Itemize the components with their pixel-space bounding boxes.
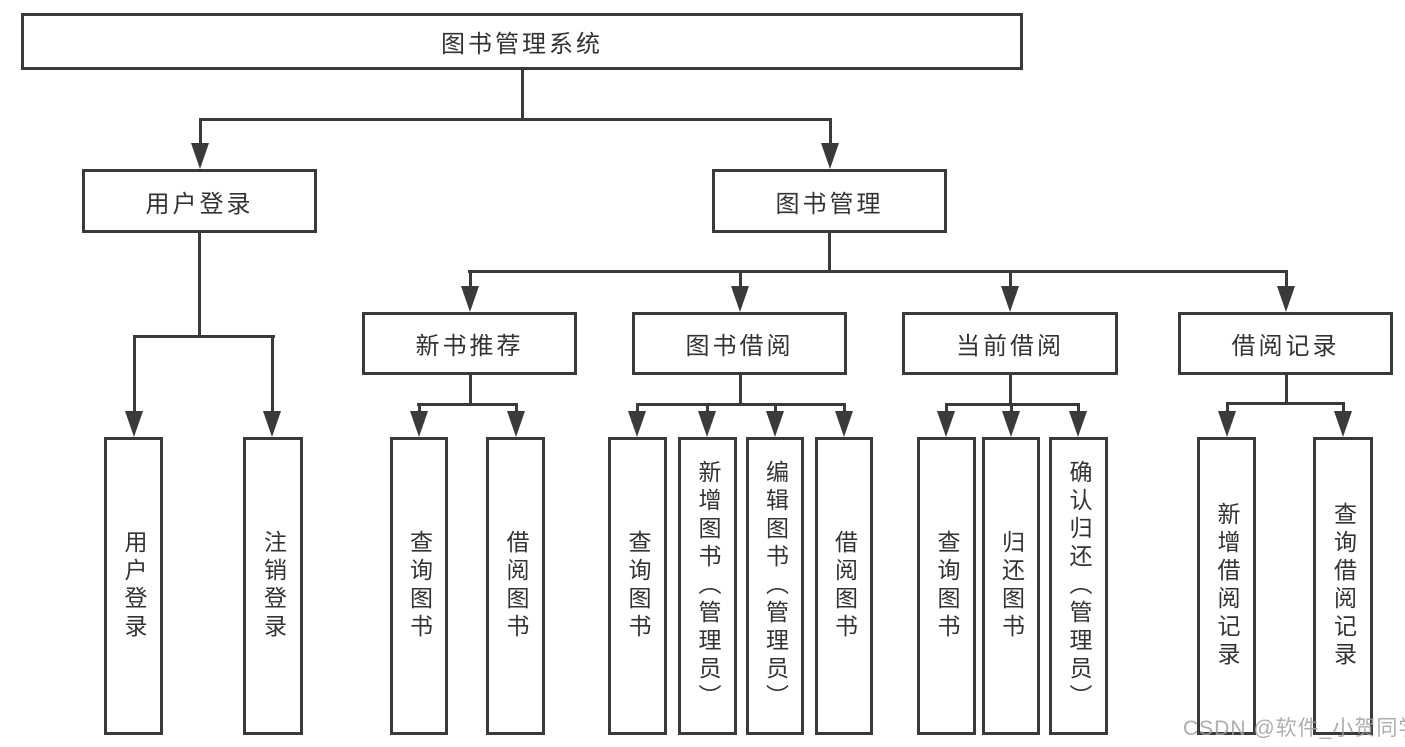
node-book-mgmt: 图书管理 xyxy=(712,169,947,233)
node-current-borrow-label: 当前借阅 xyxy=(956,333,1064,360)
connector-cb-stub-2 xyxy=(1010,403,1013,413)
arrowhead-leaf-login xyxy=(125,411,143,437)
connector-nbr-stub-2 xyxy=(515,403,518,413)
connector-userlogin-horizontal xyxy=(133,335,275,338)
connector-bookmgmt-stub-2 xyxy=(739,270,742,288)
connector-userlogin-vertical xyxy=(198,233,201,338)
leaf-br-add-record: 新增借阅记录 xyxy=(1197,437,1256,735)
leaf-user-login: 用户登录 xyxy=(104,437,163,735)
connector-bookmgmt-horizontal xyxy=(468,270,1288,273)
node-current-borrow: 当前借阅 xyxy=(902,312,1118,375)
connector-bb-stub-3 xyxy=(774,403,777,413)
connector-nbr-stub-1 xyxy=(418,403,421,413)
connector-bookmgmt-stub-1 xyxy=(469,270,472,288)
leaf-cb-confirm-return-admin-label: 确认归还（管理员） xyxy=(1066,460,1092,712)
connector-root-stub-right xyxy=(829,118,832,144)
node-borrow-records-label: 借阅记录 xyxy=(1231,333,1340,360)
arrowhead-bb-add xyxy=(698,411,716,437)
connector-br-horizontal xyxy=(1226,402,1345,405)
node-root-label: 图书管理系统 xyxy=(441,31,603,58)
arrowhead-user-login xyxy=(191,143,209,169)
arrowhead-book-mgmt xyxy=(821,143,839,169)
arrowhead-bb-borrow xyxy=(835,411,853,437)
leaf-nbr-borrow-books: 借阅图书 xyxy=(486,437,545,735)
node-new-book-rec-label: 新书推荐 xyxy=(415,333,524,360)
connector-bb-stub-2 xyxy=(706,403,709,413)
leaf-br-add-record-label: 新增借阅记录 xyxy=(1214,502,1240,670)
leaf-logout-label: 注销登录 xyxy=(260,530,287,642)
leaf-bb-borrow-books-label: 借阅图书 xyxy=(831,530,858,642)
arrowhead-borrow-records xyxy=(1277,286,1295,312)
connector-userlogin-stub-2 xyxy=(271,335,274,415)
arrowhead-br-query xyxy=(1334,411,1352,437)
arrowhead-nbr-query xyxy=(410,411,428,437)
leaf-user-login-label: 用户登录 xyxy=(121,530,147,642)
arrowhead-cb-return xyxy=(1002,411,1020,437)
leaf-bb-edit-books-admin: 编辑图书（管理员） xyxy=(746,437,804,735)
leaf-bb-query-books: 查询图书 xyxy=(608,437,667,735)
connector-root-stub-left xyxy=(199,118,202,144)
arrowhead-nbr-borrow xyxy=(507,411,525,437)
connector-nbr-horizontal xyxy=(417,403,518,406)
leaf-bb-add-books-admin: 新增图书（管理员） xyxy=(678,437,737,735)
leaf-cb-return-books-label: 归还图书 xyxy=(998,530,1025,642)
node-book-borrow-label: 图书借阅 xyxy=(685,333,794,360)
leaf-br-query-record: 查询借阅记录 xyxy=(1313,437,1373,735)
node-book-borrow: 图书借阅 xyxy=(632,312,847,375)
leaf-bb-borrow-books: 借阅图书 xyxy=(815,437,873,735)
connector-root-vertical xyxy=(521,70,524,120)
connector-bb-stub-1 xyxy=(636,403,639,413)
leaf-bb-add-books-admin-label: 新增图书（管理员） xyxy=(695,460,721,712)
connector-bookmgmt-vertical xyxy=(828,233,831,273)
leaf-cb-query-books: 查询图书 xyxy=(917,437,976,735)
leaf-cb-confirm-return-admin: 确认归还（管理员） xyxy=(1049,437,1108,735)
node-root: 图书管理系统 xyxy=(21,13,1023,70)
arrowhead-bb-query xyxy=(628,411,646,437)
connector-bookmgmt-stub-4 xyxy=(1285,270,1288,288)
arrowhead-br-add xyxy=(1218,411,1236,437)
connector-br-stub-2 xyxy=(1342,402,1345,413)
arrowhead-cb-confirm xyxy=(1069,411,1087,437)
leaf-bb-edit-books-admin-label: 编辑图书（管理员） xyxy=(762,460,789,712)
connector-br-stub-1 xyxy=(1226,402,1229,413)
connector-bb-vertical xyxy=(739,375,742,405)
node-user-login-label: 用户登录 xyxy=(145,190,254,218)
connector-userlogin-stub-1 xyxy=(133,335,136,415)
connector-br-vertical xyxy=(1285,375,1288,405)
connector-bookmgmt-stub-3 xyxy=(1009,270,1012,288)
connector-cb-stub-1 xyxy=(945,403,948,413)
node-new-book-rec: 新书推荐 xyxy=(362,312,577,375)
arrowhead-cb-query xyxy=(937,411,955,437)
node-borrow-records: 借阅记录 xyxy=(1178,312,1393,375)
csdn-watermark: CSDN @软件_小贺同学 xyxy=(1183,717,1405,740)
connector-root-horizontal xyxy=(199,118,832,121)
connector-bb-stub-4 xyxy=(843,403,846,413)
connector-cb-vertical xyxy=(1009,375,1012,405)
connector-bb-horizontal xyxy=(636,403,846,406)
arrowhead-leaf-logout xyxy=(263,411,281,437)
leaf-nbr-borrow-books-label: 借阅图书 xyxy=(503,530,529,642)
node-book-mgmt-label: 图书管理 xyxy=(775,190,884,218)
leaf-nbr-query-books-label: 查询图书 xyxy=(406,530,433,642)
leaf-cb-query-books-label: 查询图书 xyxy=(934,530,960,642)
leaf-bb-query-books-label: 查询图书 xyxy=(625,530,651,642)
leaf-br-query-record-label: 查询借阅记录 xyxy=(1330,502,1357,670)
arrowhead-bb-edit xyxy=(766,411,784,437)
arrowhead-book-borrow xyxy=(731,286,749,312)
node-user-login: 用户登录 xyxy=(82,169,317,233)
connector-nbr-vertical xyxy=(469,375,472,405)
arrowhead-new-book-rec xyxy=(461,286,479,312)
leaf-cb-return-books: 归还图书 xyxy=(982,437,1040,735)
arrowhead-current-borrow xyxy=(1001,286,1019,312)
connector-cb-stub-3 xyxy=(1077,403,1080,413)
leaf-logout: 注销登录 xyxy=(243,437,303,735)
leaf-nbr-query-books: 查询图书 xyxy=(390,437,448,735)
